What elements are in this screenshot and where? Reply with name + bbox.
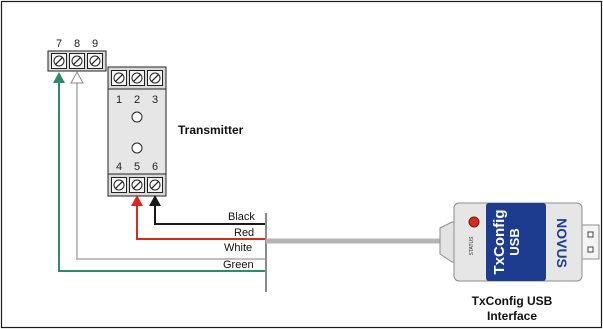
terminal-2-label: 2 bbox=[134, 94, 140, 106]
device-caption-line2: Interface bbox=[487, 309, 537, 323]
transmitter: 1 2 3 4 5 6 bbox=[107, 66, 167, 197]
terminal-1-screw bbox=[110, 69, 128, 87]
white-wire bbox=[76, 82, 266, 260]
usb-plug-contact-bottom bbox=[587, 246, 594, 253]
usb-plug bbox=[581, 224, 600, 260]
white-wire-label: White bbox=[224, 242, 252, 254]
transmitter-label: Transmitter bbox=[178, 123, 244, 137]
terminal-5-label: 5 bbox=[134, 161, 140, 173]
device-name-line2: USB bbox=[507, 228, 522, 255]
upper-indicator-hole bbox=[131, 111, 143, 123]
terminal-7-screw bbox=[50, 52, 68, 70]
red-wire-arrow bbox=[131, 195, 143, 206]
terminal-1-label: 1 bbox=[116, 94, 122, 106]
terminal-8-label: 8 bbox=[74, 38, 80, 50]
terminal-4-label: 4 bbox=[116, 161, 122, 173]
black-wire-label: Black bbox=[228, 211, 255, 223]
terminal-5-screw bbox=[128, 176, 146, 194]
terminal-9-screw bbox=[86, 52, 104, 70]
terminal-4-screw bbox=[110, 176, 128, 194]
usb-plug-contact-top bbox=[587, 231, 594, 238]
red-wire bbox=[136, 205, 266, 240]
left-terminal-block: 7 8 9 bbox=[47, 38, 107, 72]
lower-indicator-hole bbox=[131, 142, 143, 154]
device-label-panel bbox=[486, 203, 546, 281]
red-wire-label: Red bbox=[234, 227, 254, 239]
terminal-2-screw bbox=[128, 69, 146, 87]
wires bbox=[53, 70, 442, 292]
green-wire-arrow bbox=[53, 72, 65, 83]
terminal-7-label: 7 bbox=[56, 38, 62, 50]
status-label: STATUS bbox=[469, 236, 475, 256]
novus-logo: NOVUS bbox=[554, 218, 570, 268]
white-wire-arrow bbox=[70, 70, 84, 84]
terminal-9-label: 9 bbox=[92, 38, 98, 50]
green-wire-label: Green bbox=[223, 259, 254, 271]
black-wire bbox=[154, 205, 266, 225]
terminal-6-screw bbox=[146, 176, 164, 194]
device-caption-line1: TxConfig USB bbox=[472, 294, 553, 308]
black-wire-arrow bbox=[149, 195, 161, 206]
terminal-3-label: 3 bbox=[152, 94, 158, 106]
device-name-line1: TxConfig bbox=[491, 210, 508, 275]
status-led bbox=[468, 216, 480, 228]
green-wire bbox=[58, 82, 266, 272]
terminal-6-label: 6 bbox=[152, 161, 158, 173]
txconfig-usb-device: STATUS TxConfig USB NOVUS bbox=[439, 202, 600, 282]
terminal-8-screw bbox=[68, 52, 86, 70]
terminal-3-screw bbox=[146, 69, 164, 87]
